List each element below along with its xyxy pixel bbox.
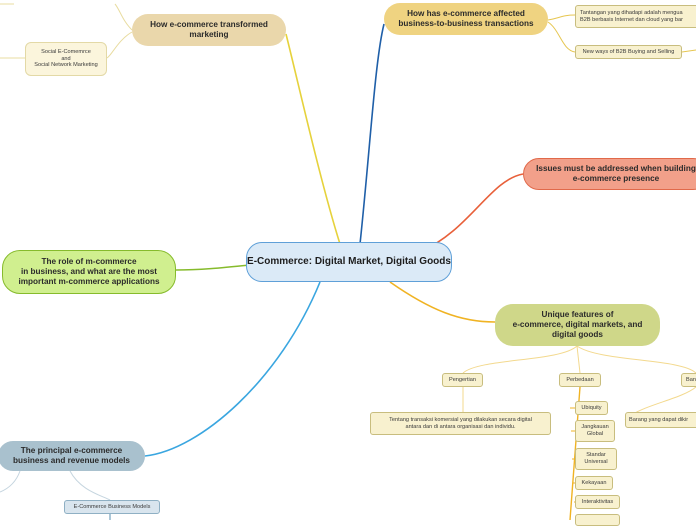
subtopic-ecommerce-business-models[interactable]: E-Commerce Business Models [64, 500, 160, 514]
subtopic-barang[interactable]: Barang yang dapat dikir [625, 412, 696, 428]
link-b2b [359, 23, 385, 245]
link-unique [389, 281, 496, 323]
topic-issues-ecommerce-presence[interactable]: Issues must be addressed when building e… [523, 158, 696, 190]
link-transformed [285, 33, 341, 245]
subtopic-new-ways-b2b[interactable]: New ways of B2B Buying and Selling [575, 45, 682, 59]
link-principal [144, 281, 321, 457]
central-topic[interactable]: E-Commerce: Digital Market, Digital Good… [246, 242, 452, 282]
link-mcommerce [175, 264, 251, 271]
subtopic-interaktivitas[interactable]: Interaktivitas [575, 495, 620, 509]
subtopic-ban[interactable]: Ban [681, 373, 696, 387]
subtopic-pengertian[interactable]: Pengertian [442, 373, 483, 387]
subtopic-social-ecommerce[interactable]: Social E-Comemrce and Social Network Mar… [25, 42, 107, 76]
topic-unique-features[interactable]: Unique features of e-commerce, digital m… [495, 304, 660, 346]
subtopic-tantangan[interactable]: Tantangan yang dihadapi adalah mengua B2… [575, 5, 696, 28]
topic-b2b-transactions[interactable]: How has e-commerce affected business-to-… [384, 3, 548, 35]
subtopic-ubiquity[interactable]: Ubiquity [575, 401, 608, 415]
subtopic-cut-off[interactable] [575, 514, 620, 526]
subtopic-tentang-transaksi[interactable]: Tentang transaksi komersial yang dilakuk… [370, 412, 551, 435]
subtopic-kekayaan[interactable]: Kekayaan [575, 476, 613, 490]
subtopic-jangkauan-global[interactable]: Jangkauan Global [575, 420, 615, 442]
topic-ecommerce-transformed-marketing[interactable]: How e-commerce transformed marketing [132, 14, 286, 46]
subtopic-perbedaan[interactable]: Perbedaan [559, 373, 601, 387]
topic-role-of-mcommerce[interactable]: The role of m-commerce in business, and … [2, 250, 176, 294]
link-issues [419, 173, 524, 253]
subtopic-standar-universal[interactable]: Standar Universal [575, 448, 617, 470]
topic-business-revenue-models[interactable]: The principal e-commerce business and re… [0, 441, 145, 471]
